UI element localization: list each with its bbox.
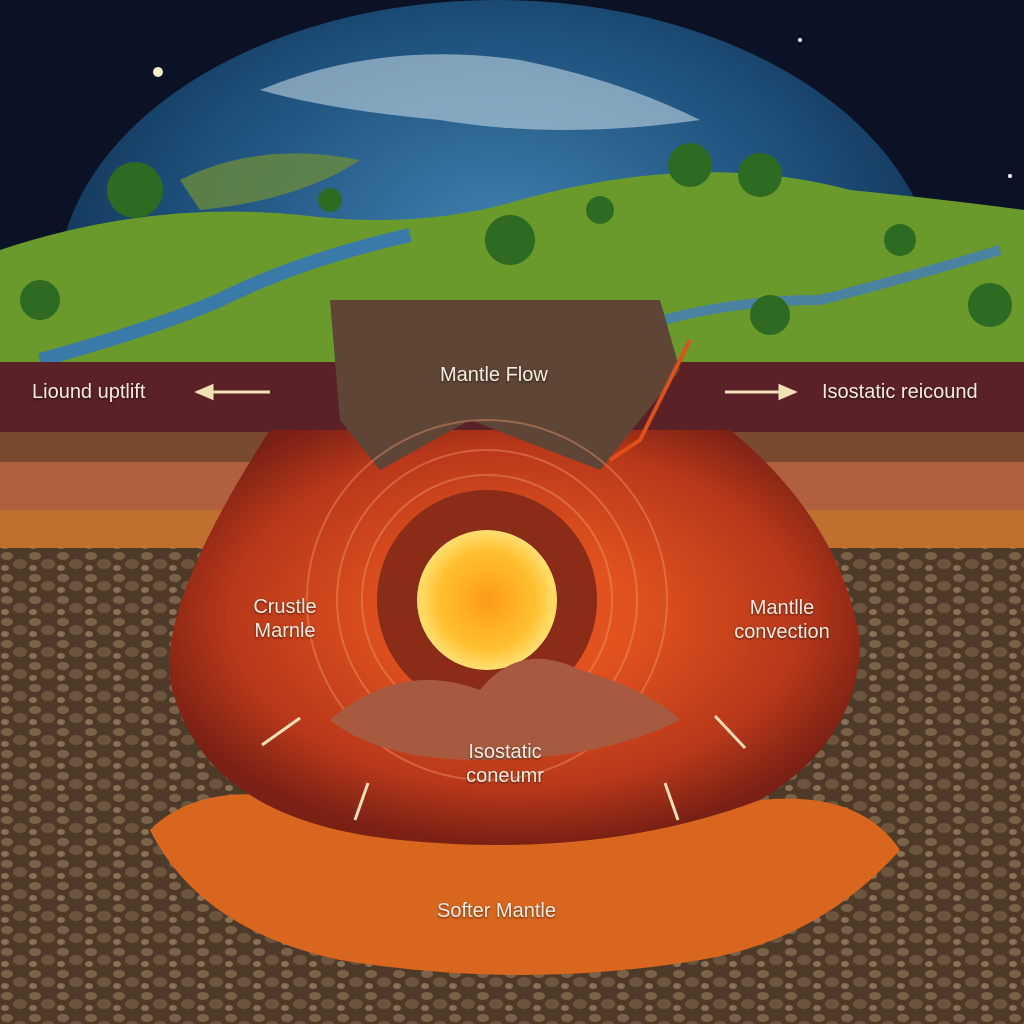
label-softer-mantle: Softer Mantle xyxy=(437,900,556,922)
softer-mantle xyxy=(150,794,900,975)
rings xyxy=(306,419,668,781)
label-mantle-flow: Mantle Flow xyxy=(440,364,548,386)
label-line: Isostatic xyxy=(468,741,542,763)
label-isostatic-coneumr: Isostatic coneumr xyxy=(450,740,560,788)
core xyxy=(417,530,557,670)
label-isostatic-reicound: Isostatic reicound xyxy=(822,381,978,403)
label-crustle-marnle: Crustle Marnle xyxy=(240,595,330,643)
trees xyxy=(20,143,1012,335)
star xyxy=(1008,174,1012,178)
label-line: convection xyxy=(734,621,830,643)
label-line: Crustle xyxy=(253,596,317,618)
label-line: coneumr xyxy=(466,765,544,787)
river xyxy=(628,245,1002,335)
star xyxy=(798,38,802,42)
mantle-flow-column xyxy=(330,300,680,470)
label-mantle-convection: Mantlle convection xyxy=(712,596,852,644)
label-line: Mantlle xyxy=(749,597,815,619)
label-liound-uptlift: Liound uptlift xyxy=(32,381,146,403)
star xyxy=(153,67,163,77)
river xyxy=(38,228,412,367)
crack xyxy=(608,339,692,462)
rock-pile xyxy=(330,658,680,760)
label-line: Marnle xyxy=(254,620,316,642)
flow-arrows xyxy=(194,383,798,821)
